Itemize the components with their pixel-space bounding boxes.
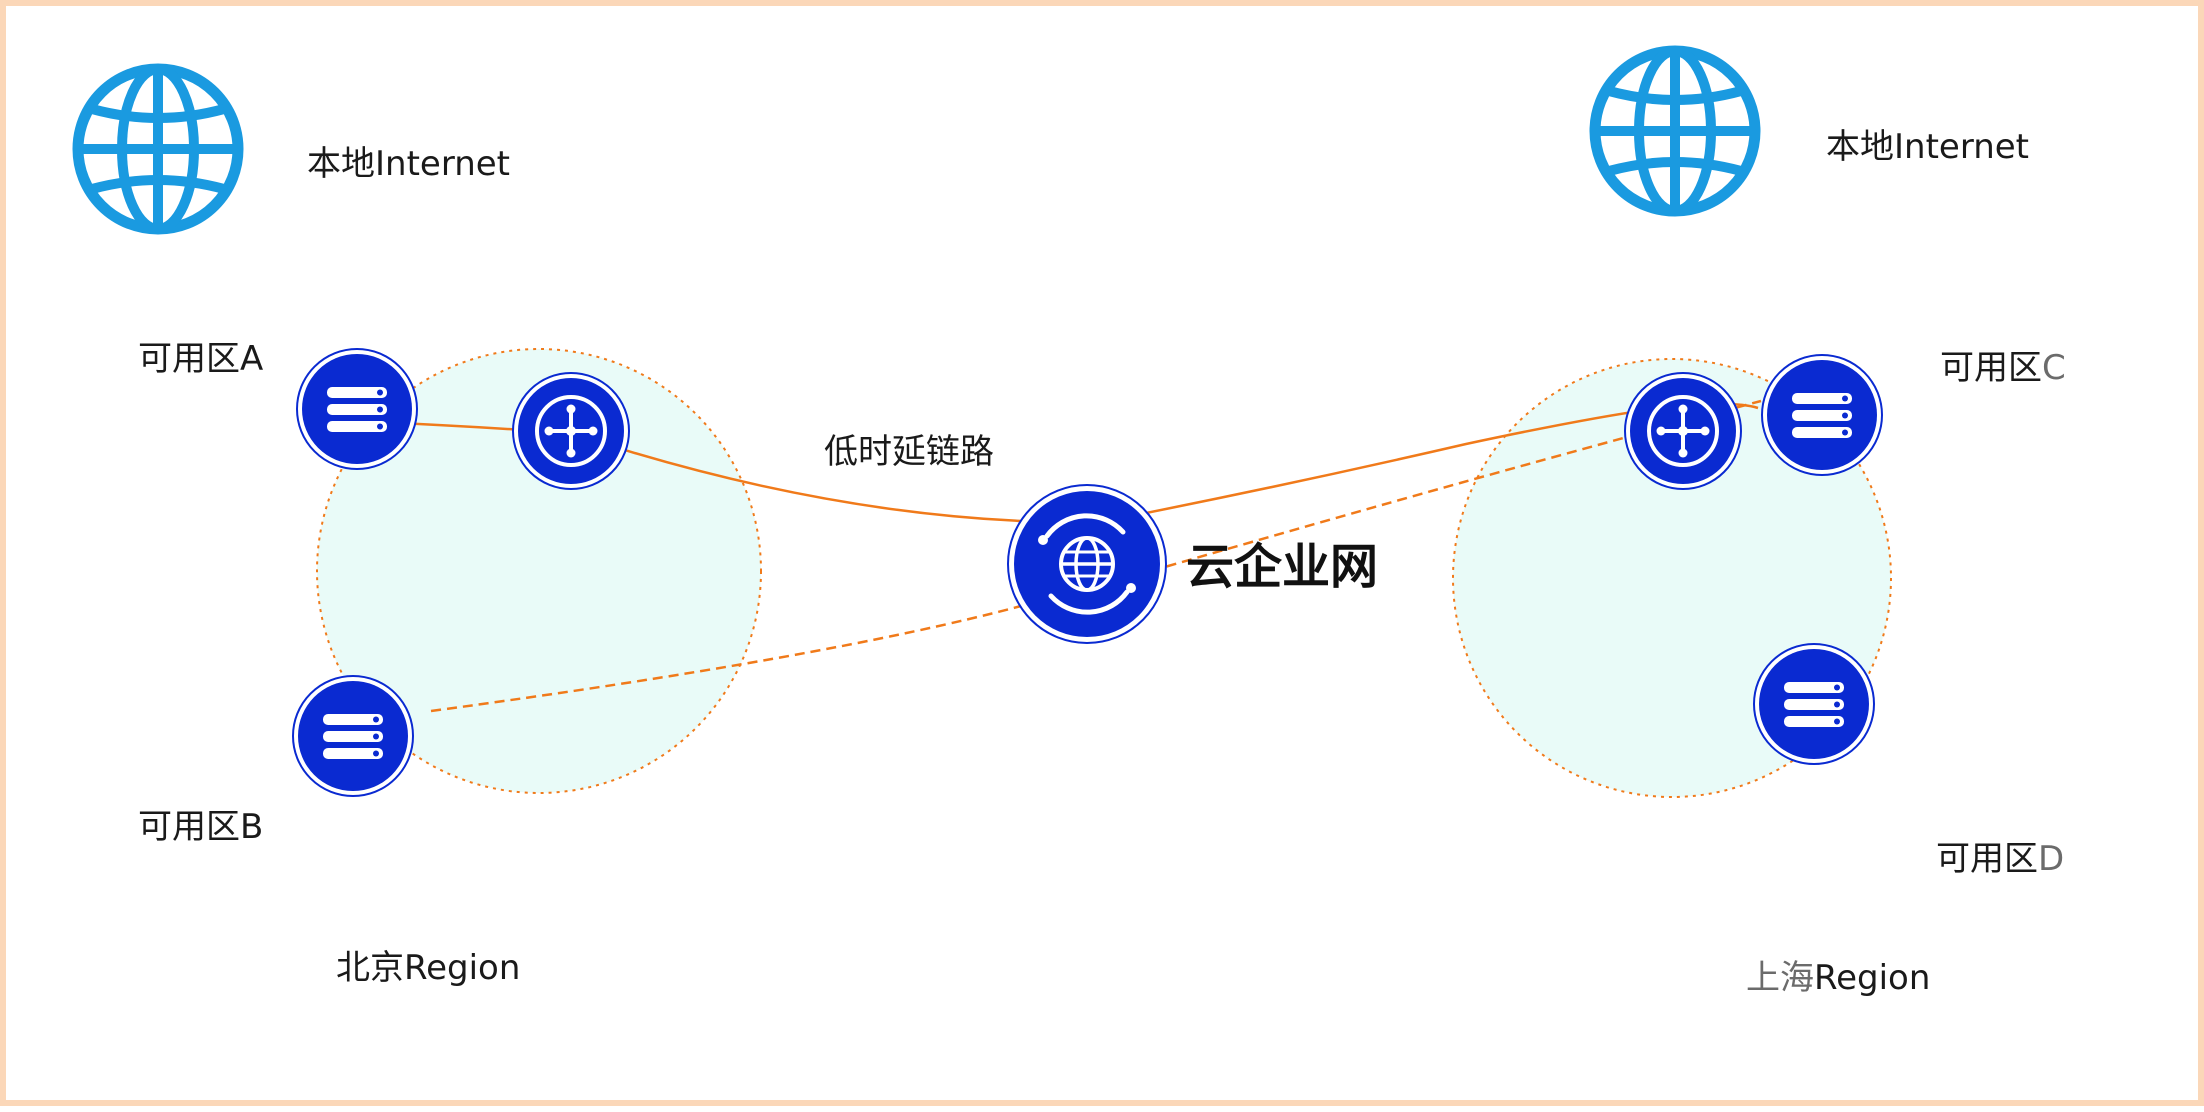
zone-c-prefix: 可用区 [1940, 348, 2042, 388]
zone-d-label: 可用区D [1936, 842, 2064, 876]
internet-label-right: 本地Internet [1826, 127, 2030, 167]
server-icon [296, 348, 418, 470]
zone-b-label: 可用区B [138, 807, 264, 847]
beijing-region-label: 北京Region [336, 948, 521, 988]
cloud-enterprise-network-icon [1007, 484, 1167, 644]
zone-c-label: 可用区C [1940, 351, 2066, 385]
globe-icon [78, 69, 238, 229]
shanghai-region-suffix: Region [1814, 958, 1931, 998]
shanghai-region-prefix: 上海 [1746, 958, 1814, 998]
router-icon [511, 371, 631, 491]
shanghai-region-label: 上海Region [1746, 961, 1930, 995]
server-icon [292, 675, 414, 797]
server-icon [1753, 643, 1875, 765]
zone-d-prefix: 可用区 [1936, 839, 2038, 879]
beijing-region-area [316, 348, 762, 794]
zone-c-letter: C [2042, 348, 2066, 388]
internet-label-left: 本地Internet [307, 144, 511, 184]
server-icon [1761, 354, 1883, 476]
network-diagram [6, 6, 1892, 798]
low-latency-link-label: 低时延链路 [824, 432, 994, 472]
router-icon [1623, 371, 1743, 491]
globe-icon [1595, 51, 1755, 211]
zone-d-letter: D [2038, 839, 2065, 879]
zone-a-label: 可用区A [138, 339, 264, 379]
cen-title: 云企业网 [1186, 539, 1379, 595]
